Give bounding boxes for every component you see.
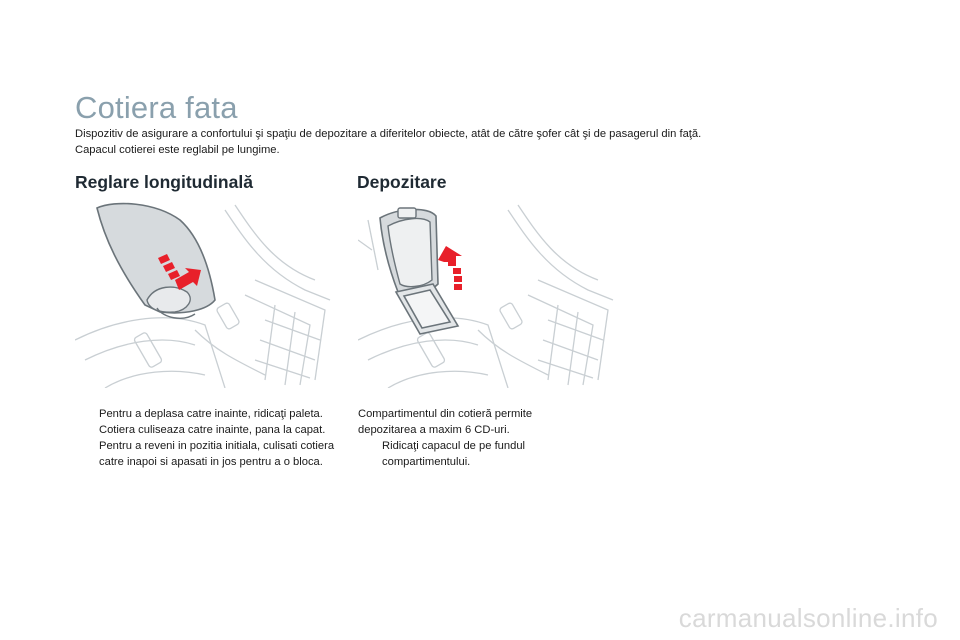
armrest-storage-illustration [358, 204, 614, 388]
list-item: Pentru a reveni in pozitia initiala, cul… [75, 438, 337, 470]
list-item: Pentru a deplasa catre inainte, ridicaţi… [75, 406, 337, 438]
storage-description: Compartimentul din cotieră permite depoz… [358, 408, 533, 436]
intro-line-1: Dispozitiv de asigurare a confortului şi… [75, 128, 702, 140]
list-item: Ridicaţi capacul de pe fundul compartime… [358, 438, 578, 470]
intro-line-2: Capacul cotierei este reglabil pe lungim… [75, 144, 280, 156]
intro-text: Dispozitiv de asigurare a confortului şi… [75, 126, 895, 158]
bullet-text: Ridicaţi capacul de pe fundul compartime… [382, 440, 526, 468]
right-instructions: Compartimentul din cotieră permite depoz… [358, 406, 578, 470]
heading-storage: Depozitare [357, 172, 447, 192]
left-instructions: Pentru a deplasa catre inainte, ridicaţi… [75, 406, 337, 470]
watermark: carmanualsonline.info [678, 603, 938, 633]
bullet-text: Pentru a reveni in pozitia initiala, cul… [99, 440, 335, 468]
bullet-text: Pentru a deplasa catre inainte, ridicaţi… [99, 408, 326, 436]
page-title: Cotiera fata [75, 90, 238, 125]
armrest-slide-illustration [75, 202, 331, 388]
heading-longitudinal-adjustment: Reglare longitudinală [75, 172, 253, 192]
